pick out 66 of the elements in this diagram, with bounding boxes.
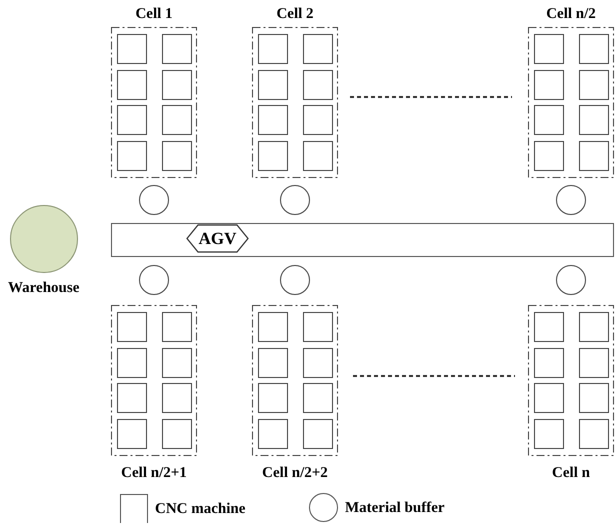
cell-label: Cell 2	[275, 5, 315, 23]
machine-square	[117, 383, 147, 413]
cell-label: Cell 1	[134, 5, 174, 23]
machine-square	[534, 34, 564, 64]
machine-square	[534, 418, 564, 448]
buffer-circle	[139, 185, 169, 215]
machine-square	[534, 312, 564, 342]
machine-square	[303, 140, 333, 170]
machine-square	[579, 418, 609, 448]
machine-square	[579, 34, 609, 64]
machine-square	[303, 34, 333, 64]
machine-square	[303, 312, 333, 342]
machine-square	[117, 34, 147, 64]
cell-label: Cell n	[551, 464, 591, 482]
agv-label: AGV	[198, 228, 236, 248]
machine-square	[303, 105, 333, 135]
machine-square	[534, 70, 564, 100]
machine-square	[579, 105, 609, 135]
machine-square	[117, 418, 147, 448]
machine-square	[258, 105, 288, 135]
machine-square	[579, 383, 609, 413]
machine-square	[534, 348, 564, 378]
machine-square	[117, 312, 147, 342]
machine-square	[162, 105, 192, 135]
buffer-circle	[556, 185, 586, 215]
machine-square	[303, 70, 333, 100]
machine-square	[258, 312, 288, 342]
machine-square	[534, 383, 564, 413]
machine-square	[117, 140, 147, 170]
machine-square	[258, 418, 288, 448]
machine-square	[534, 140, 564, 170]
machine-square	[162, 383, 192, 413]
agv-track	[111, 223, 614, 257]
machine-square	[303, 348, 333, 378]
buffer-circle	[280, 265, 310, 295]
machine-square	[258, 140, 288, 170]
warehouse-label: Warehouse	[8, 279, 80, 297]
machine-square	[534, 105, 564, 135]
machine-square	[579, 348, 609, 378]
machine-square	[162, 34, 192, 64]
machine-square	[117, 348, 147, 378]
machine-square	[162, 418, 192, 448]
machine-square	[258, 348, 288, 378]
machine-square	[579, 312, 609, 342]
machine-square	[579, 140, 609, 170]
machine-square	[162, 70, 192, 100]
machine-square	[258, 383, 288, 413]
machine-square	[258, 70, 288, 100]
cell-label: Cell n/2+1	[120, 464, 188, 482]
legend-label: Material buffer	[345, 498, 445, 516]
buffer-circle	[139, 265, 169, 295]
machine-square	[162, 348, 192, 378]
machine-square	[258, 34, 288, 64]
machine-square	[162, 312, 192, 342]
machine-square	[117, 105, 147, 135]
buffer-circle	[556, 265, 586, 295]
machine-square	[162, 140, 192, 170]
machine-square	[303, 418, 333, 448]
machine-square	[117, 70, 147, 100]
machine-square	[303, 383, 333, 413]
machine-square	[579, 70, 609, 100]
buffer-circle	[280, 185, 310, 215]
agv-hexagon	[186, 224, 249, 253]
legend-label: CNC machine	[155, 500, 246, 518]
cell-label: Cell n/2	[545, 5, 597, 23]
cell-label: Cell n/2+2	[261, 464, 329, 482]
